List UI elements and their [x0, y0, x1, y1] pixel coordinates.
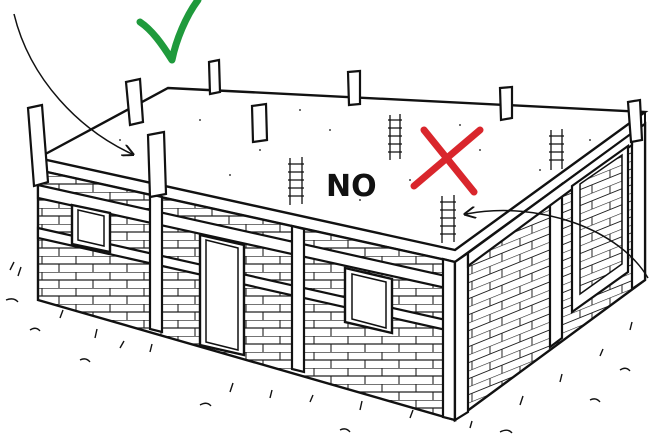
no-label: NO: [326, 169, 377, 204]
check-mark-icon: [140, 0, 198, 60]
